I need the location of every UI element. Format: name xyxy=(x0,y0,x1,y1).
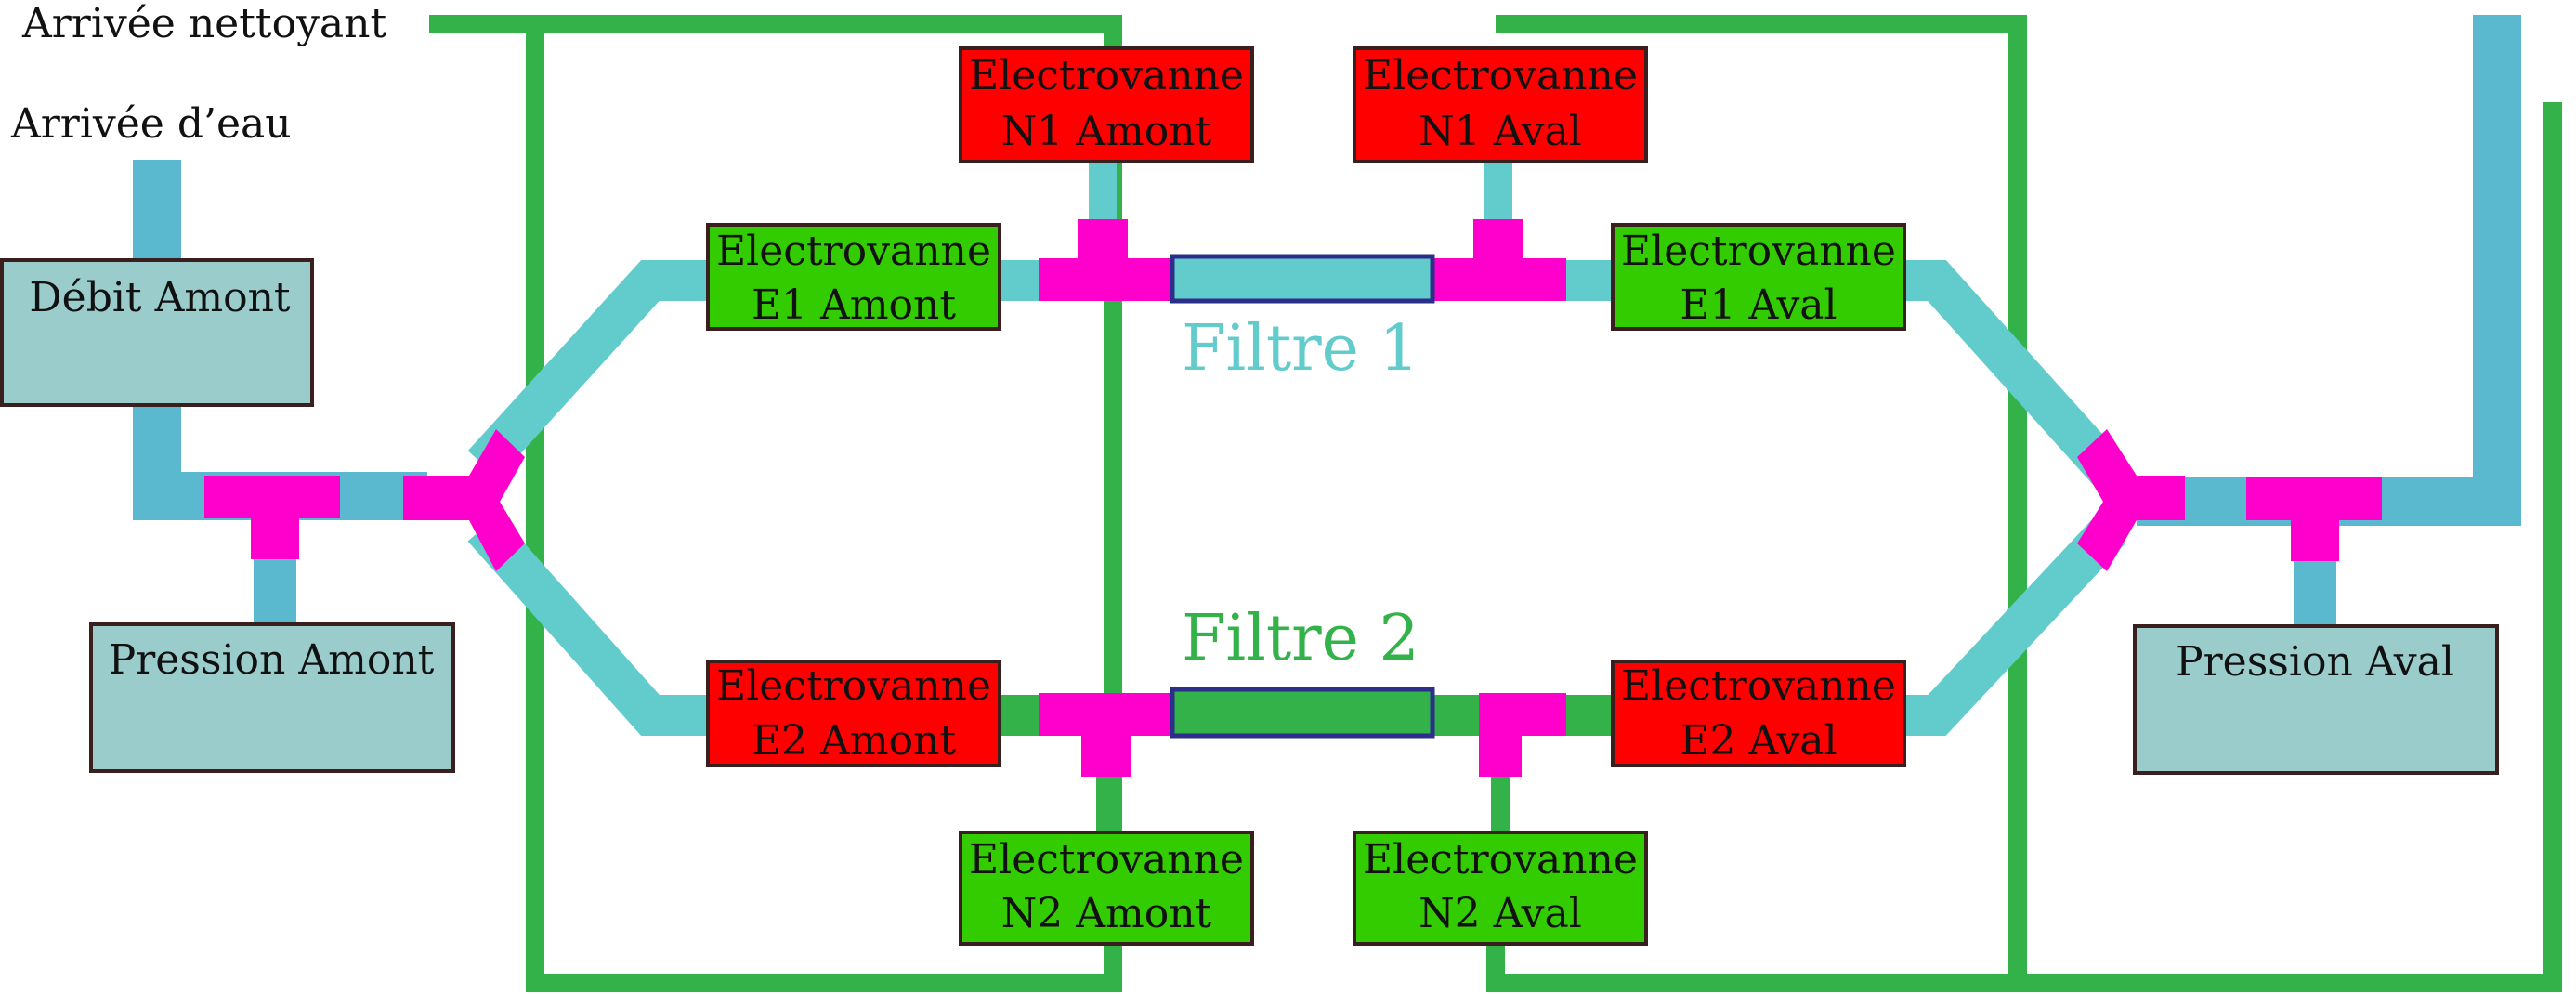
tee-n2-upstream-stem xyxy=(1081,730,1131,777)
filter1-body xyxy=(1170,254,1435,304)
valve-n2-downstream-line1: Electrovanne xyxy=(1363,836,1638,883)
pressure-sensor-upstream-box xyxy=(89,622,455,773)
tee-n1-upstream-stem xyxy=(1078,219,1128,264)
valve-n1-downstream-line1: Electrovanne xyxy=(1363,52,1638,99)
valve-n1-upstream-line1: Electrovanne xyxy=(969,52,1244,99)
valve-n1-upstream: Electrovanne N1 Amont xyxy=(959,46,1254,163)
valve-e1-upstream-line1: Electrovanne xyxy=(716,228,991,275)
water-pipe-lower-branch-right xyxy=(1904,515,2126,736)
flow-sensor-upstream-label: Débit Amont xyxy=(29,274,291,321)
pressure-sensor-downstream-label: Pression Aval xyxy=(2176,638,2454,686)
valve-n1-upstream-box xyxy=(959,46,1254,163)
valve-e1-upstream-line2: E1 Amont xyxy=(752,281,956,329)
water-pipe-upper-branch-left xyxy=(467,260,708,478)
valve-n2-upstream: Electrovanne N2 Amont xyxy=(959,831,1254,946)
valve-e1-upstream-box xyxy=(706,223,1001,331)
tee-n2-downstream-stem xyxy=(1479,730,1522,777)
flow-sensor-upstream-box xyxy=(0,258,314,407)
valve-e2-upstream-line1: Electrovanne xyxy=(716,662,991,710)
water-pipe-upper-branch-right xyxy=(1904,260,2126,488)
cleaner-pipe-main-left xyxy=(429,15,1122,992)
tee-connectors xyxy=(204,219,2382,777)
flow-sensor-upstream: Débit Amont xyxy=(0,258,314,407)
valve-n1-upstream-line2: N1 Amont xyxy=(1001,108,1212,155)
valve-e2-downstream-box xyxy=(1611,660,1906,767)
filter1-label: Filtre 1 xyxy=(1182,312,1419,386)
valve-n2-upstream-line2: N2 Amont xyxy=(1001,890,1212,937)
water-pipe-outlet xyxy=(2137,15,2521,526)
valve-n2-downstream-box xyxy=(1353,831,1648,946)
cleaner-inlet-label: Arrivée nettoyant xyxy=(21,0,386,47)
filter2-label: Filtre 2 xyxy=(1182,602,1419,675)
valve-e1-downstream-box xyxy=(1611,223,1906,331)
valve-n1-downstream-line2: N1 Aval xyxy=(1419,108,1582,155)
valve-n2-upstream-line1: Electrovanne xyxy=(969,836,1244,883)
pressure-sensor-upstream: Pression Amont xyxy=(89,622,455,773)
pressure-sensor-downstream-box xyxy=(2133,624,2499,775)
valve-e2-upstream-box xyxy=(706,660,1001,767)
valve-n1-downstream: Electrovanne N1 Aval xyxy=(1353,46,1648,163)
valve-n1-downstream-box xyxy=(1353,46,1648,163)
valve-e2-upstream: Electrovanne E2 Amont xyxy=(706,660,1001,767)
valve-e1-downstream-line1: Electrovanne xyxy=(1621,228,1896,275)
tee-n1-upstream-bar xyxy=(1039,258,1174,301)
tee-left-splitter xyxy=(403,429,525,571)
valve-n2-upstream-box xyxy=(959,831,1254,946)
pressure-sensor-downstream: Pression Aval xyxy=(2133,624,2499,775)
tee-n1-downstream-bar xyxy=(1431,258,1566,301)
valve-e1-downstream: Electrovanne E1 Aval xyxy=(1611,223,1906,331)
valve-e2-upstream-line2: E2 Amont xyxy=(752,717,956,765)
tee-upstream-pressure-stem xyxy=(251,511,299,559)
valve-e2-downstream: Electrovanne E2 Aval xyxy=(1611,660,1906,767)
valve-e1-downstream-line2: E1 Aval xyxy=(1680,281,1837,329)
water-inlet-label: Arrivée d’eau xyxy=(10,100,292,148)
valve-n2-downstream-line2: N2 Aval xyxy=(1419,890,1582,937)
tee-n2-downstream-bar xyxy=(1479,693,1566,736)
tee-right-splitter xyxy=(2077,429,2185,571)
pressure-sensor-upstream-label: Pression Amont xyxy=(109,636,435,684)
water-pipe-lower-branch-left xyxy=(467,514,708,736)
cleaner-pipe-n2-upstream xyxy=(1096,776,1115,847)
tee-n2-upstream-bar xyxy=(1039,693,1174,736)
tee-n1-downstream-stem xyxy=(1473,219,1523,264)
valve-e1-upstream: Electrovanne E1 Amont xyxy=(706,223,1001,331)
filter2-body xyxy=(1170,687,1435,739)
valve-n2-downstream: Electrovanne N2 Aval xyxy=(1353,831,1648,946)
valve-e2-downstream-line1: Electrovanne xyxy=(1621,662,1896,710)
tee-downstream-pressure-stem xyxy=(2291,513,2339,561)
valve-e2-downstream-line2: E2 Aval xyxy=(1680,717,1837,765)
